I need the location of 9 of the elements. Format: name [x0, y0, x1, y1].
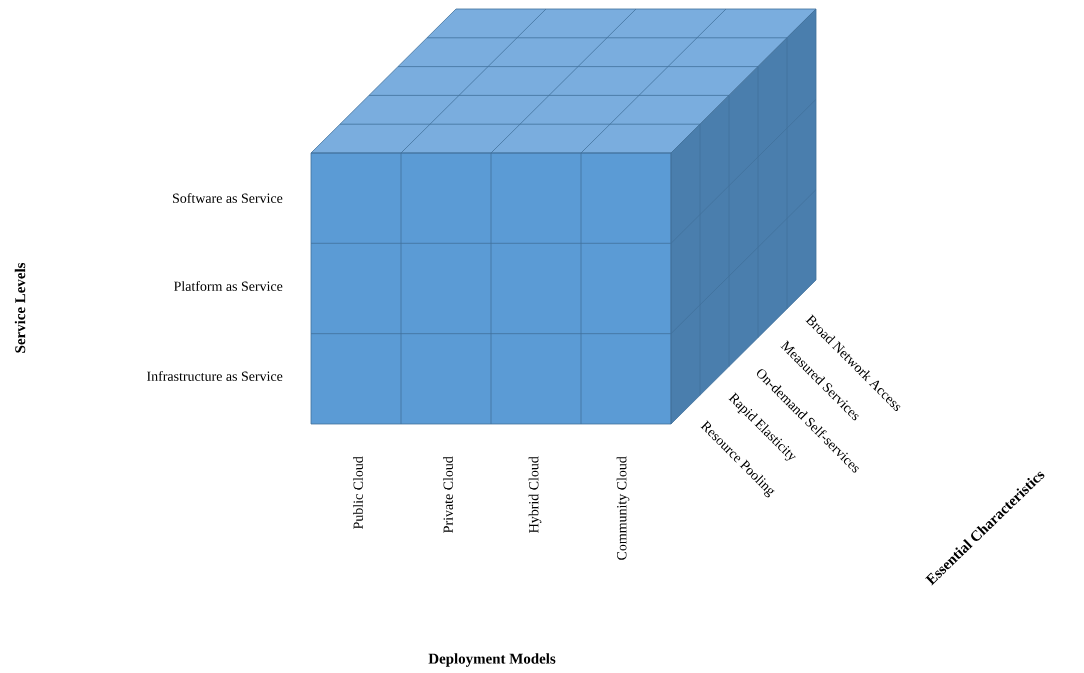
axis-title: Deployment Models — [428, 653, 556, 667]
row-label: Software as Service — [173, 193, 283, 203]
row-label: Infrastructure as Service — [147, 371, 283, 381]
axis-title: Service Levels — [14, 262, 26, 353]
row-label: Platform as Service — [174, 281, 283, 291]
column-label: Hybrid Cloud — [528, 456, 542, 533]
column-label: Community Cloud — [616, 456, 630, 560]
column-label: Private Cloud — [443, 456, 453, 533]
column-label: Public Cloud — [353, 456, 363, 529]
